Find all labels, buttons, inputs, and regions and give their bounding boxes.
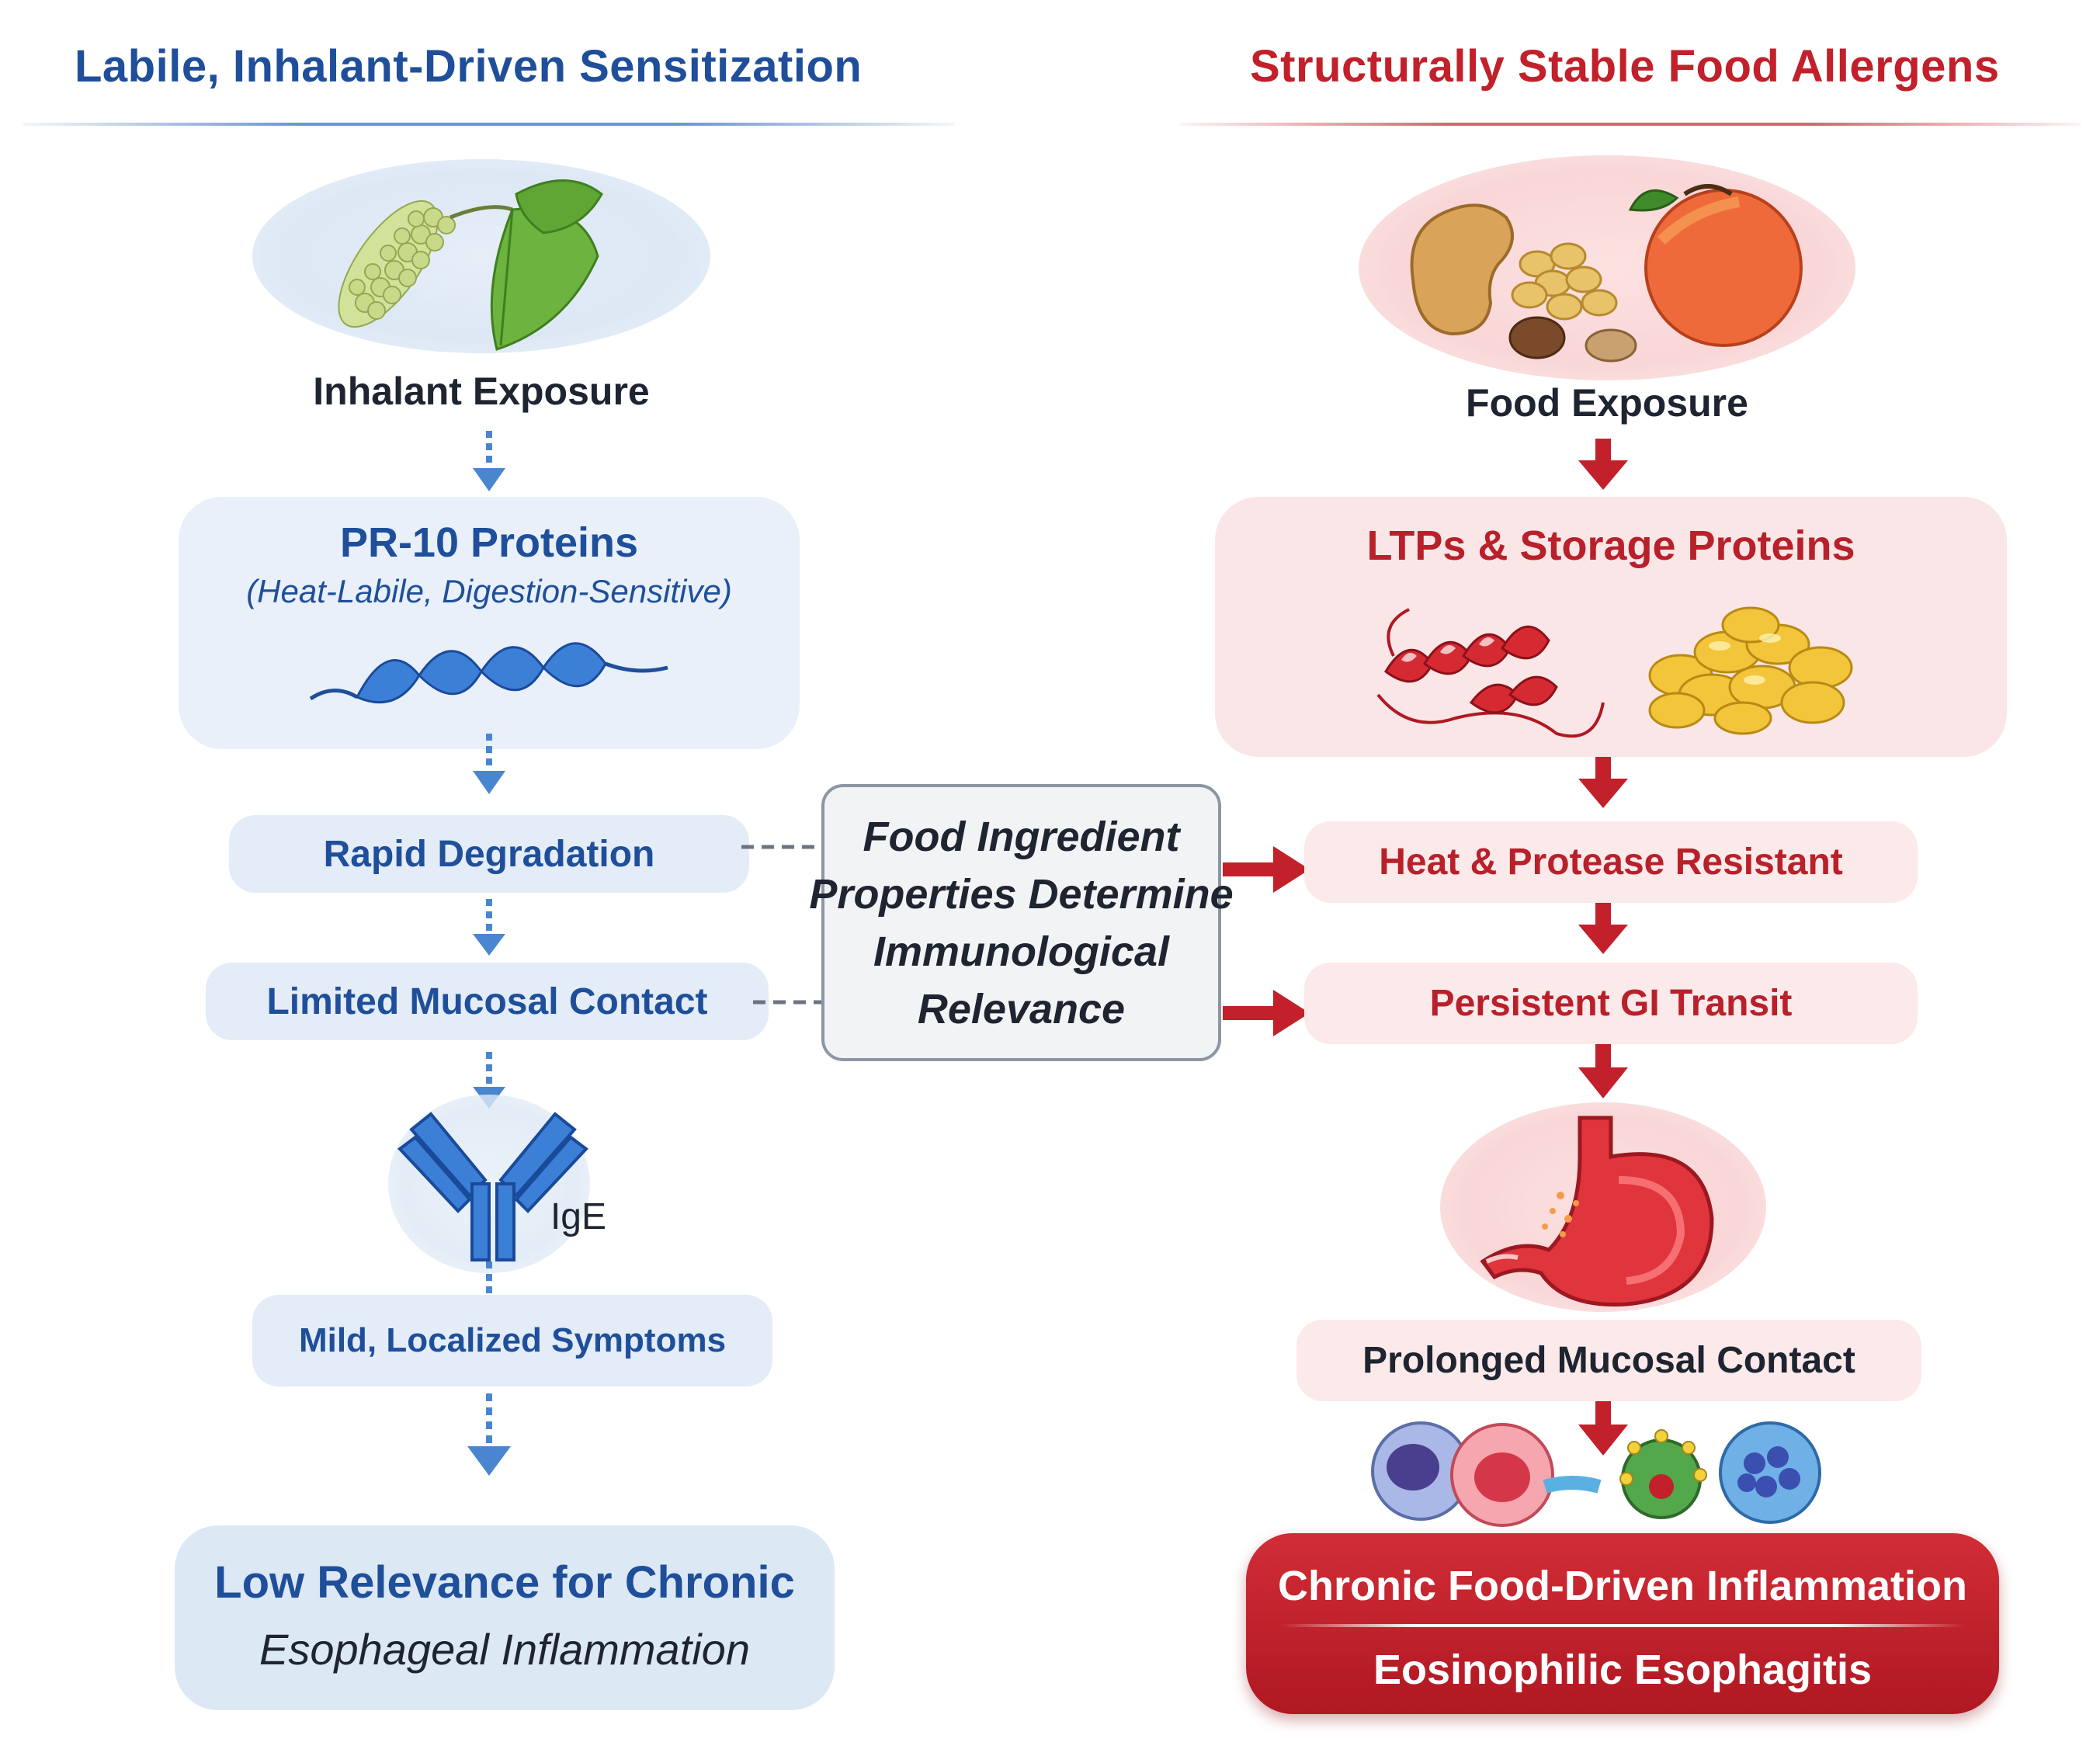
inhalant-exposure-label: Inhalant Exposure <box>313 370 650 413</box>
rapid-degradation-pill: Rapid Degradation <box>229 815 749 893</box>
persistent-gi-transit-pill: Persistent GI Transit <box>1304 963 1918 1044</box>
dotted-arrow-down-icon <box>473 734 505 794</box>
birch-catkin-leaf-icon <box>338 179 603 351</box>
dashed-connector-limited <box>753 1000 823 1005</box>
ltp-protein-structure-icon <box>1376 608 1605 738</box>
heat-protease-resistant-pill: Heat & Protease Resistant <box>1304 821 1918 903</box>
right-column-title: Structurally Stable Food Allergens <box>1250 41 2000 92</box>
left-column-title: Labile, Inhalant-Driven Sensitization <box>75 41 863 92</box>
chronic-inflammation-eoe-box <box>1246 1533 1999 1714</box>
low-relevance-line1: Low Relevance for Chronic <box>214 1557 795 1608</box>
ige-label: IgE <box>550 1196 607 1237</box>
ltps-storage-proteins-box <box>1215 497 2007 757</box>
low-relevance-line2: Esophageal Inflammation <box>259 1625 750 1674</box>
dotted-connector-icon <box>486 1261 492 1293</box>
dotted-arrow-down-icon <box>467 1393 511 1476</box>
dashed-connector-rapid <box>741 845 819 849</box>
ltps-title: LTPs & Storage Proteins <box>1366 522 1855 569</box>
pr10-proteins-box <box>179 497 800 749</box>
center-line4: Relevance <box>917 985 1126 1032</box>
food-ingredient-properties-box: Food Ingredient Properties Determine Imm… <box>809 784 1234 1061</box>
heat-protease-resistant-label: Heat & Protease Resistant <box>1379 842 1843 883</box>
food-exposure-label: Food Exposure <box>1466 381 1748 425</box>
dotted-arrow-down-icon <box>473 899 505 956</box>
pr10-subtitle: (Heat-Labile, Digestion-Sensitive) <box>246 573 732 609</box>
food-allergens-icon <box>1410 184 1803 363</box>
dotted-arrow-down-icon <box>473 431 505 491</box>
red-arrow-right-icon <box>1223 990 1310 1036</box>
storage-proteins-granules-icon <box>1648 606 1853 735</box>
red-arrow-down-icon <box>1578 757 1628 808</box>
left-title-divider <box>23 123 955 126</box>
red-arrow-down-icon <box>1578 439 1628 490</box>
red-arrow-down-icon <box>1578 1401 1628 1456</box>
mild-localized-symptoms-pill: Mild, Localized Symptoms <box>252 1295 772 1386</box>
helix-protein-icon <box>309 642 668 704</box>
red-arrow-down-icon <box>1578 1044 1628 1098</box>
final-line1: Chronic Food-Driven Inflammation <box>1277 1563 1968 1609</box>
pr10-title: PR-10 Proteins <box>339 519 639 566</box>
prolonged-mucosal-contact-label: Prolonged Mucosal Contact <box>1362 1340 1855 1381</box>
center-line2: Properties Determine <box>809 870 1234 918</box>
stomach-icon <box>1480 1116 1714 1307</box>
red-arrow-right-icon <box>1223 846 1310 893</box>
center-line3: Immunological <box>873 928 1170 975</box>
immune-cells-icon <box>1371 1421 1821 1527</box>
limited-mucosal-contact-label: Limited Mucosal Contact <box>266 980 708 1022</box>
red-arrow-down-icon <box>1578 903 1628 954</box>
prolonged-mucosal-contact-pill: Prolonged Mucosal Contact <box>1296 1320 1921 1401</box>
ige-antibody-icon <box>397 1112 588 1261</box>
rapid-degradation-label: Rapid Degradation <box>323 833 655 875</box>
final-line2: Eosinophilic Esophagitis <box>1373 1647 1873 1693</box>
right-title-divider <box>1180 123 2081 126</box>
final-box-divider <box>1281 1624 1964 1627</box>
mild-localized-symptoms-label: Mild, Localized Symptoms <box>298 1321 727 1359</box>
limited-mucosal-contact-pill: Limited Mucosal Contact <box>206 963 769 1040</box>
inhalant-exposure-illustration-bg <box>252 159 710 353</box>
low-relevance-box <box>175 1525 835 1710</box>
center-line1: Food Ingredient <box>863 813 1180 860</box>
persistent-gi-transit-label: Persistent GI Transit <box>1429 983 1793 1024</box>
